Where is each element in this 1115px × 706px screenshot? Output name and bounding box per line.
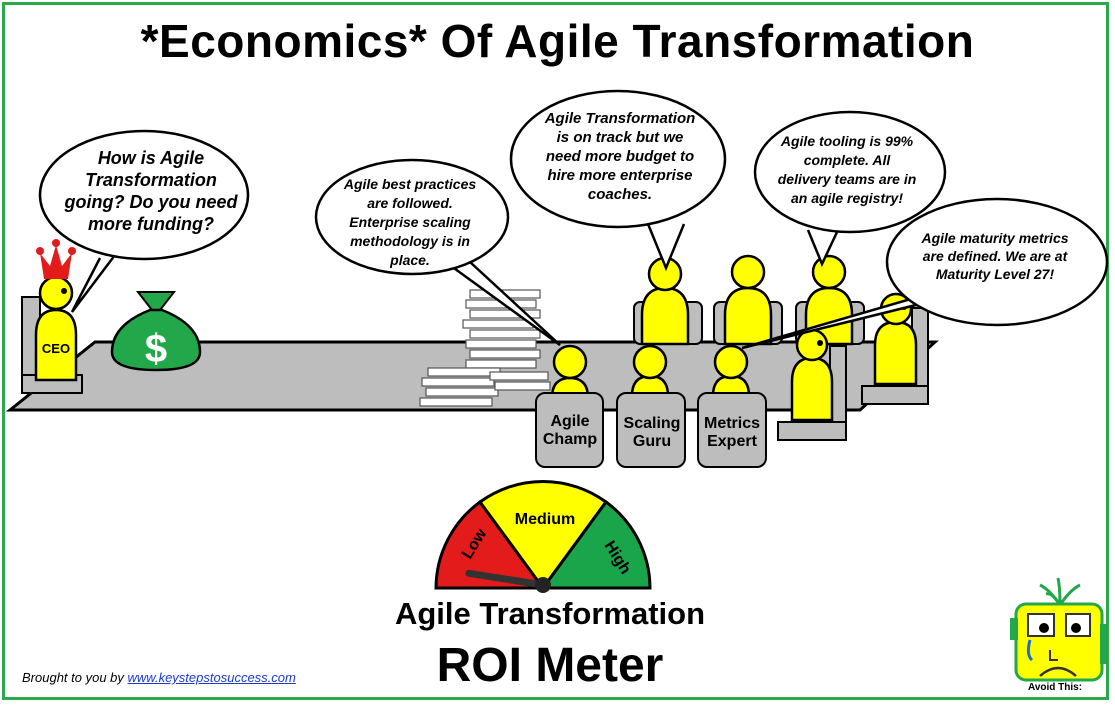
metrics-speech-text: Agile maturity metrics are defined. We a… (921, 230, 1069, 282)
figure-champ (550, 344, 590, 400)
gauge-hub (535, 577, 551, 593)
page-title: *Economics* Of Agile Transformation (140, 15, 975, 67)
champ-speech-text: Agile best practices are followed. Enter… (343, 176, 477, 268)
meter-title: ROI Meter (436, 639, 664, 692)
figure-guru (630, 344, 670, 398)
tooling-speech-text: Agile tooling is 99% complete. All deliv… (777, 133, 917, 206)
footer-link[interactable]: www.keystepstosuccess.com (127, 670, 296, 685)
gauge-medium-label: Medium (515, 511, 575, 528)
sad-robot-icon (1010, 577, 1108, 682)
figure-middle (723, 254, 773, 346)
ceo-label: CEO (41, 341, 71, 356)
dollar-sign: $ (145, 327, 167, 371)
money-bag-icon: $ (110, 291, 202, 372)
ceo-figure (34, 275, 78, 382)
figure-coach (640, 256, 690, 346)
ceo-speech-text: How is Agile Transformation going? Do yo… (64, 148, 238, 234)
metrics-expert-label: Metrics Expert (703, 415, 761, 450)
gauge-needle (465, 569, 547, 589)
paper-stack-front (419, 367, 551, 407)
figure-right-front (790, 328, 834, 422)
scaling-guru-label: Scaling Guru (623, 415, 681, 450)
front-chairs (535, 392, 767, 468)
figure-expert (711, 344, 751, 398)
footer-prefix: Brought to you by (22, 670, 128, 685)
roi-gauge (434, 479, 652, 591)
meter-subtitle: Agile Transformation (394, 596, 706, 631)
crown-icon (36, 239, 76, 279)
figure-metrics-guy (873, 292, 918, 386)
footer-credit: Brought to you by www.keystepstosuccess.… (22, 670, 296, 685)
coach-speech-text: Agile Transformation is on track but we … (544, 110, 696, 203)
right-chair-front (777, 421, 847, 441)
avoid-label: Avoid This: (1028, 682, 1083, 693)
agile-champ-label: Agile Champ (542, 413, 598, 448)
